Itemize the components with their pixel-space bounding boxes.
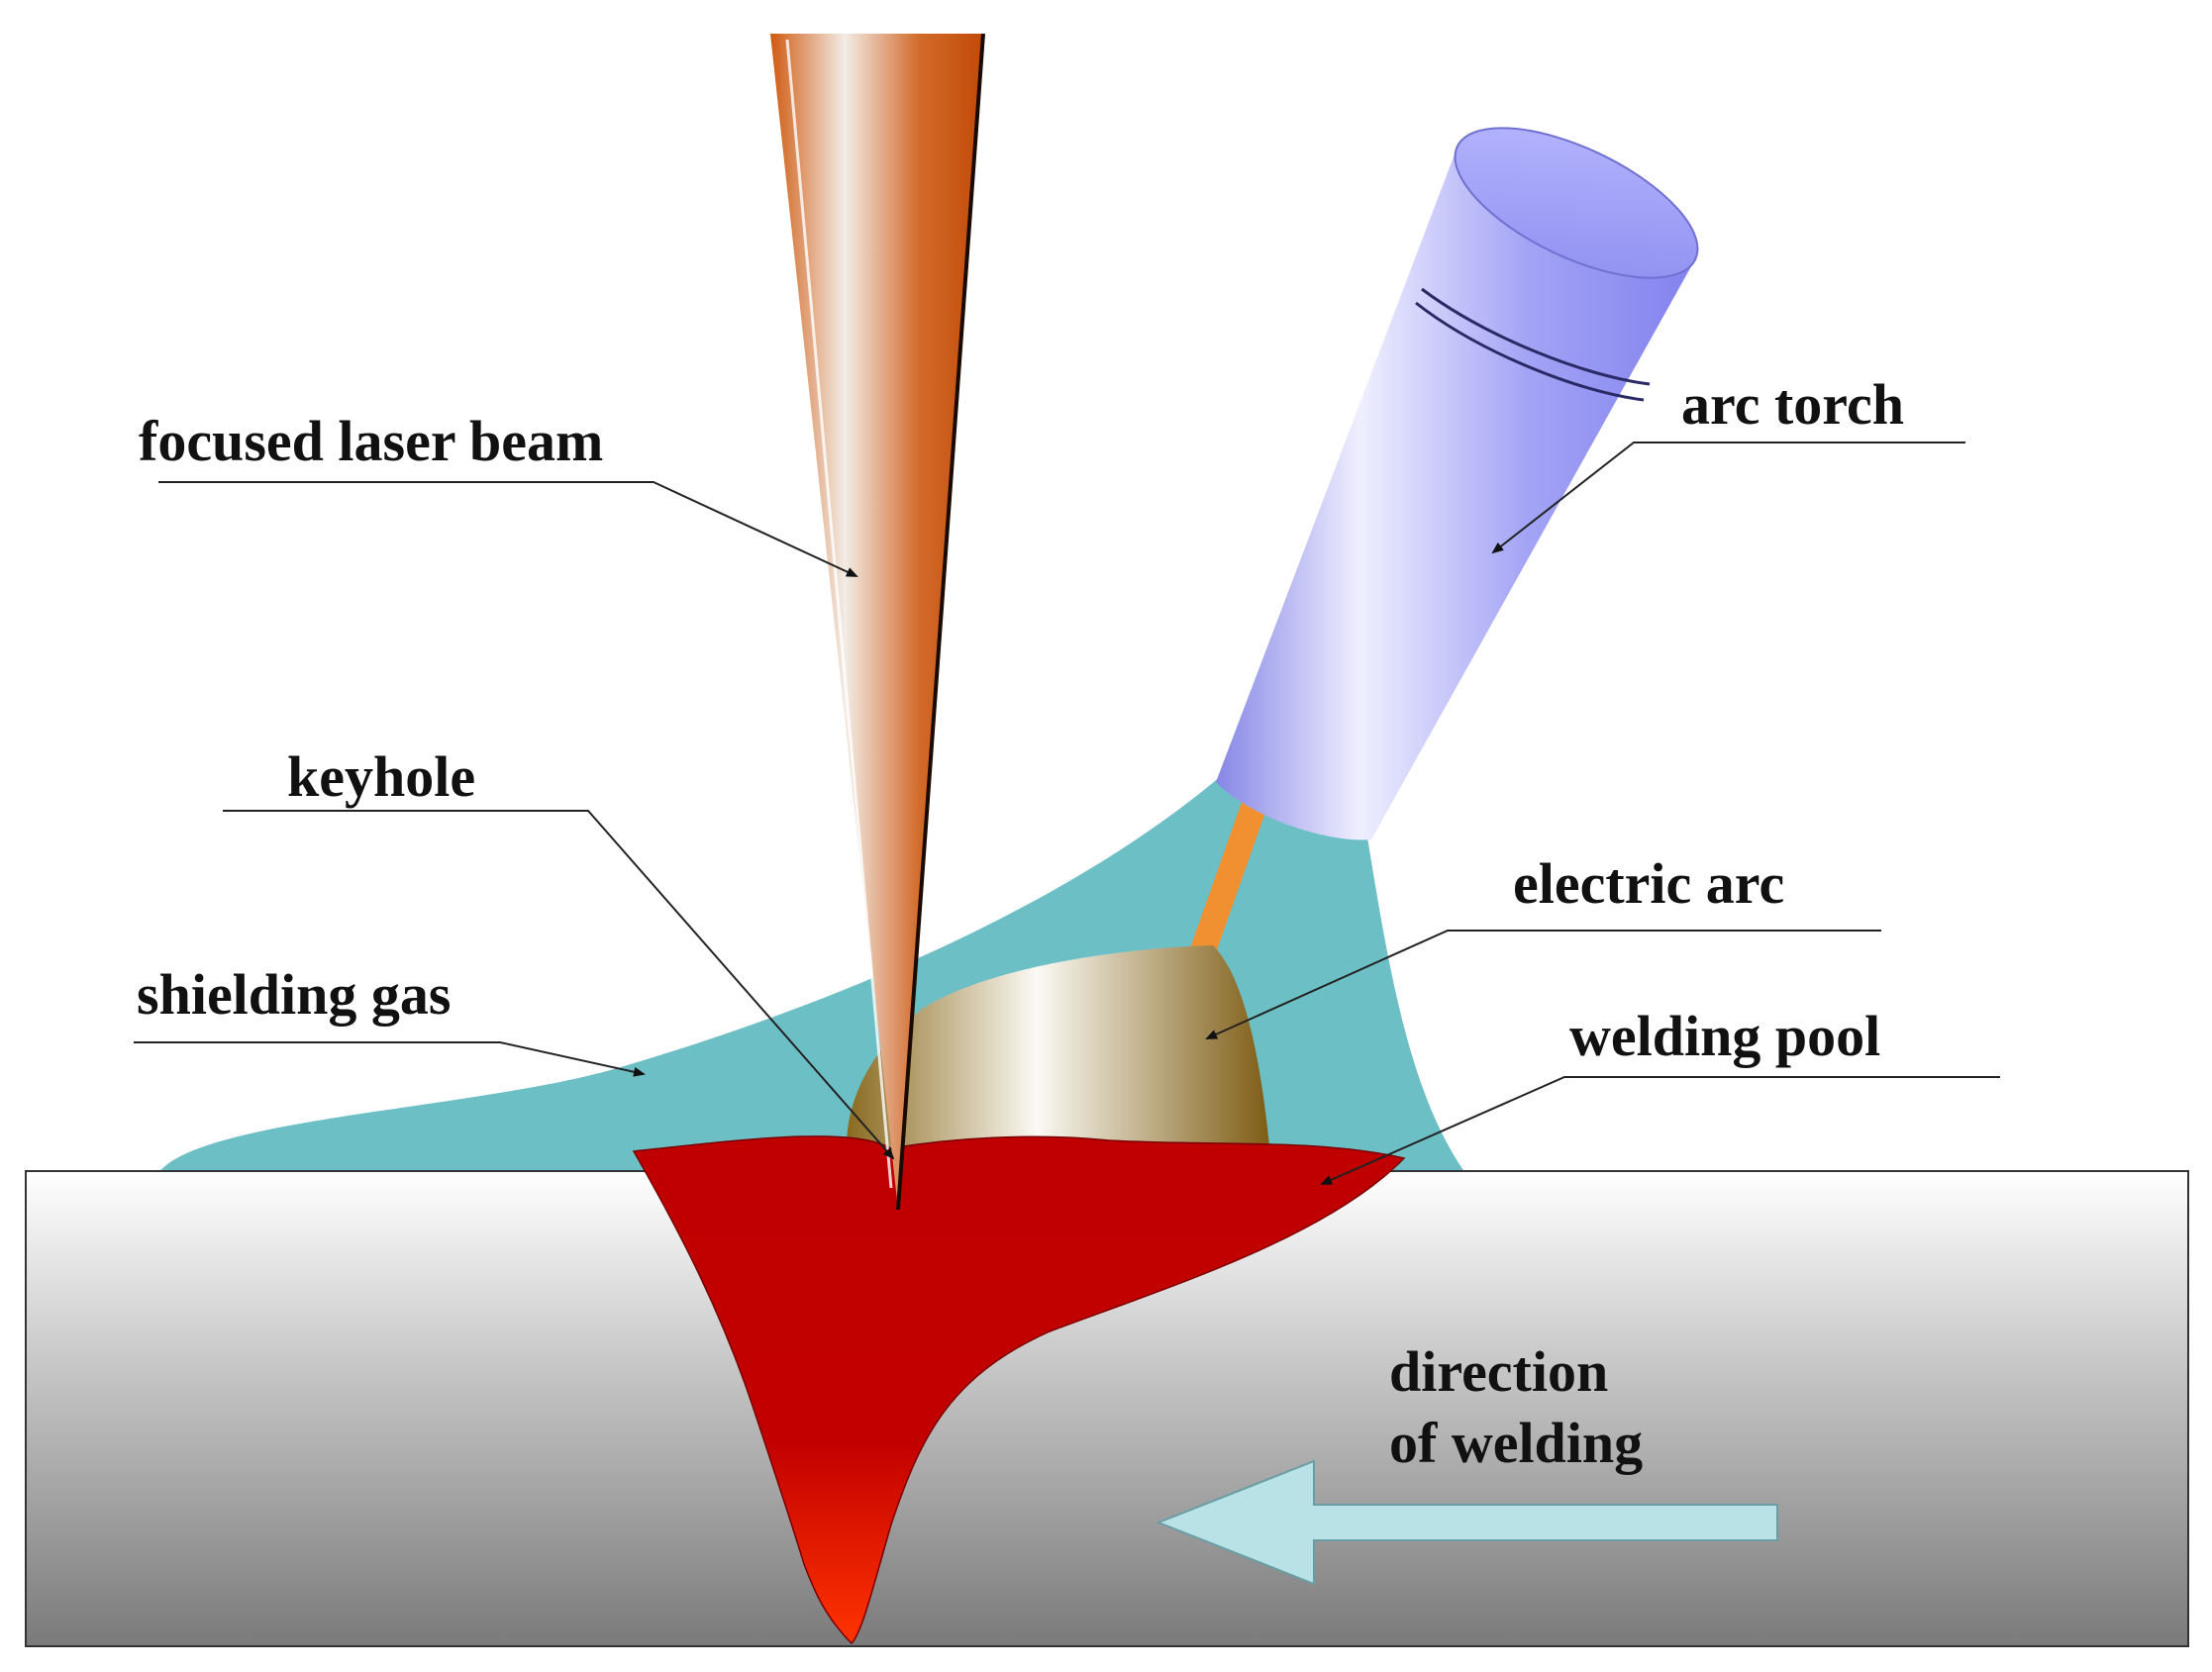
label-arc-torch: arc torch (1681, 372, 1904, 437)
label-welding-pool: welding pool (1569, 1004, 1880, 1068)
leader-keyhole (223, 810, 895, 1160)
leader-shielding-gas (134, 1041, 646, 1077)
laser-beam-edge (896, 33, 985, 1211)
label-keyhole: keyhole (287, 744, 475, 809)
focused-laser-beam (770, 34, 983, 1210)
leader-welding-pool (1320, 1076, 2000, 1185)
label-direction: direction (1389, 1339, 1608, 1404)
left-arrow-icon (1156, 1459, 1778, 1586)
electric-arc-shape (847, 945, 1269, 1146)
label-shielding-gas: shielding gas (137, 962, 452, 1027)
label-focused-laser-beam: focused laser beam (139, 409, 603, 473)
filler-wire (1183, 769, 1275, 983)
laser-beam-highlight (785, 39, 893, 1189)
label-of-welding: of welding (1389, 1411, 1643, 1475)
leader-arc-torch (1491, 442, 1965, 554)
welding-pool-shape (632, 1135, 1406, 1645)
arc-torch (1216, 127, 1699, 840)
leader-electric-arc (1205, 930, 1881, 1039)
label-electric-arc: electric arc (1513, 851, 1784, 916)
leader-laser-beam (158, 481, 858, 577)
